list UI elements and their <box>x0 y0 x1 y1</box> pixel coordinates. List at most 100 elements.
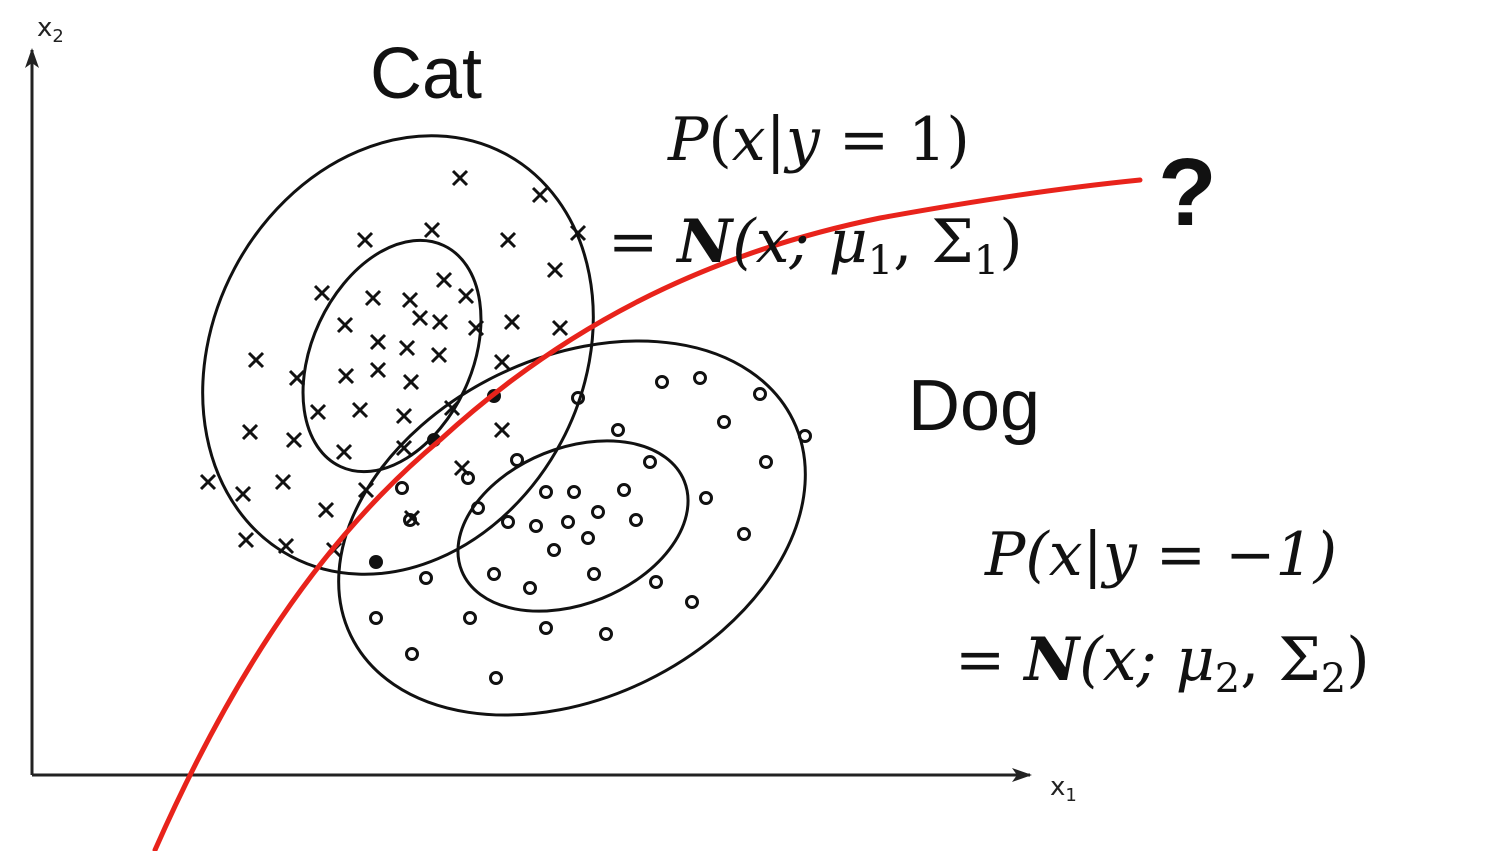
cross-stroke <box>274 473 292 491</box>
cat-sample-cross <box>467 319 485 337</box>
dog-sample-circle <box>403 513 417 527</box>
cross-stroke <box>431 313 449 331</box>
cross-stroke <box>335 443 353 461</box>
decision-boundary-curve <box>152 177 1143 851</box>
dog-outer-ellipse <box>337 339 807 717</box>
cat-sample-cross <box>546 261 564 279</box>
cross-stroke <box>395 407 413 425</box>
cat-sample-cross <box>313 284 331 302</box>
cross-stroke <box>546 261 564 279</box>
dog-formula-line1: P(x|y = −1) <box>984 520 1337 590</box>
dog-sample-circle <box>581 531 595 545</box>
cat-likelihood-formula: P(x|y = 1) = N(x; μ1, Σ1) <box>608 105 1023 284</box>
cat-sample-cross <box>277 537 295 555</box>
cat-sample-cross <box>395 407 413 425</box>
cat-outer-ellipse <box>201 134 595 576</box>
cat-sample-cross <box>531 186 549 204</box>
cross-stroke <box>493 421 511 439</box>
cross-stroke <box>364 289 382 307</box>
dog-sample-circle <box>753 387 767 401</box>
cross-stroke <box>503 313 521 331</box>
boundary-dot <box>369 555 383 569</box>
cat-sample-cross <box>274 473 292 491</box>
cat-sample-cross <box>493 421 511 439</box>
cat-sample-cross <box>199 473 217 491</box>
cross-stroke <box>451 169 469 187</box>
cross-stroke <box>493 353 511 371</box>
cross-stroke <box>317 501 335 519</box>
dog-sample-circle <box>529 519 543 533</box>
cross-stroke <box>277 537 295 555</box>
dog-sample-circle <box>539 621 553 635</box>
cross-stroke <box>309 403 327 421</box>
cat-sample-cross <box>503 313 521 331</box>
cat-sample-cross <box>451 169 469 187</box>
cross-stroke <box>531 186 549 204</box>
dog-sample-circle <box>699 491 713 505</box>
dog-sample-circle <box>539 485 553 499</box>
cross-stroke <box>369 333 387 351</box>
dog-sample-circle <box>395 481 409 495</box>
dog-sample-circle <box>717 415 731 429</box>
cross-stroke <box>237 531 255 549</box>
dog-label: Dog <box>908 366 1040 446</box>
cross-stroke <box>430 346 448 364</box>
cat-sample-cross <box>411 309 429 327</box>
cat-sample-cross <box>337 367 355 385</box>
cross-stroke <box>351 401 369 419</box>
dog-sample-circle <box>617 483 631 497</box>
cat-sample-cross <box>234 485 252 503</box>
cross-stroke <box>443 399 461 417</box>
cat-sample-cross <box>356 231 374 249</box>
dog-sample-circle <box>547 543 561 557</box>
cat-sample-cross <box>499 231 517 249</box>
cat-sample-cross <box>551 319 569 337</box>
cat-sample-cross <box>493 353 511 371</box>
y-axis-label: x2 <box>37 13 64 47</box>
cross-stroke <box>356 231 374 249</box>
cross-stroke <box>285 431 303 449</box>
cat-sample-cross <box>569 224 587 242</box>
cat-samples <box>199 169 587 559</box>
cross-stroke <box>403 509 421 527</box>
dog-sample-circle <box>737 527 751 541</box>
cat-sample-cross <box>430 346 448 364</box>
cat-sample-cross <box>357 481 375 499</box>
cross-stroke <box>453 459 471 477</box>
cat-contours <box>201 134 595 576</box>
cross-stroke <box>551 319 569 337</box>
dog-sample-circle <box>463 611 477 625</box>
dog-sample-circle <box>561 515 575 529</box>
dog-sample-circle <box>501 515 515 529</box>
cross-stroke <box>499 231 517 249</box>
cat-sample-cross <box>431 313 449 331</box>
cross-stroke <box>435 271 453 289</box>
cat-sample-cross <box>443 399 461 417</box>
cross-stroke <box>395 439 413 457</box>
cat-sample-cross <box>423 221 441 239</box>
dog-sample-circle <box>798 429 812 443</box>
cross-stroke <box>398 339 416 357</box>
cat-sample-cross <box>237 531 255 549</box>
cat-formula-line2: = N(x; μ1, Σ1) <box>608 207 1023 284</box>
cross-stroke <box>336 316 354 334</box>
dog-sample-circle <box>405 647 419 661</box>
cross-stroke <box>467 319 485 337</box>
cat-sample-cross <box>309 403 327 421</box>
cat-formula-line1: P(x|y = 1) <box>667 105 970 175</box>
cross-stroke <box>199 473 217 491</box>
dog-contours <box>337 339 807 717</box>
dog-sample-circle <box>567 485 581 499</box>
dog-sample-circle <box>369 611 383 625</box>
dog-sample-circle <box>571 391 585 405</box>
cat-sample-cross <box>317 501 335 519</box>
cross-stroke <box>457 287 475 305</box>
cross-stroke <box>423 221 441 239</box>
cat-sample-cross <box>369 333 387 351</box>
cross-stroke <box>337 367 355 385</box>
dog-sample-circle <box>523 581 537 595</box>
dog-inner-ellipse <box>456 439 690 613</box>
cross-stroke <box>569 224 587 242</box>
cat-sample-cross <box>401 291 419 309</box>
cat-sample-cross <box>247 351 265 369</box>
